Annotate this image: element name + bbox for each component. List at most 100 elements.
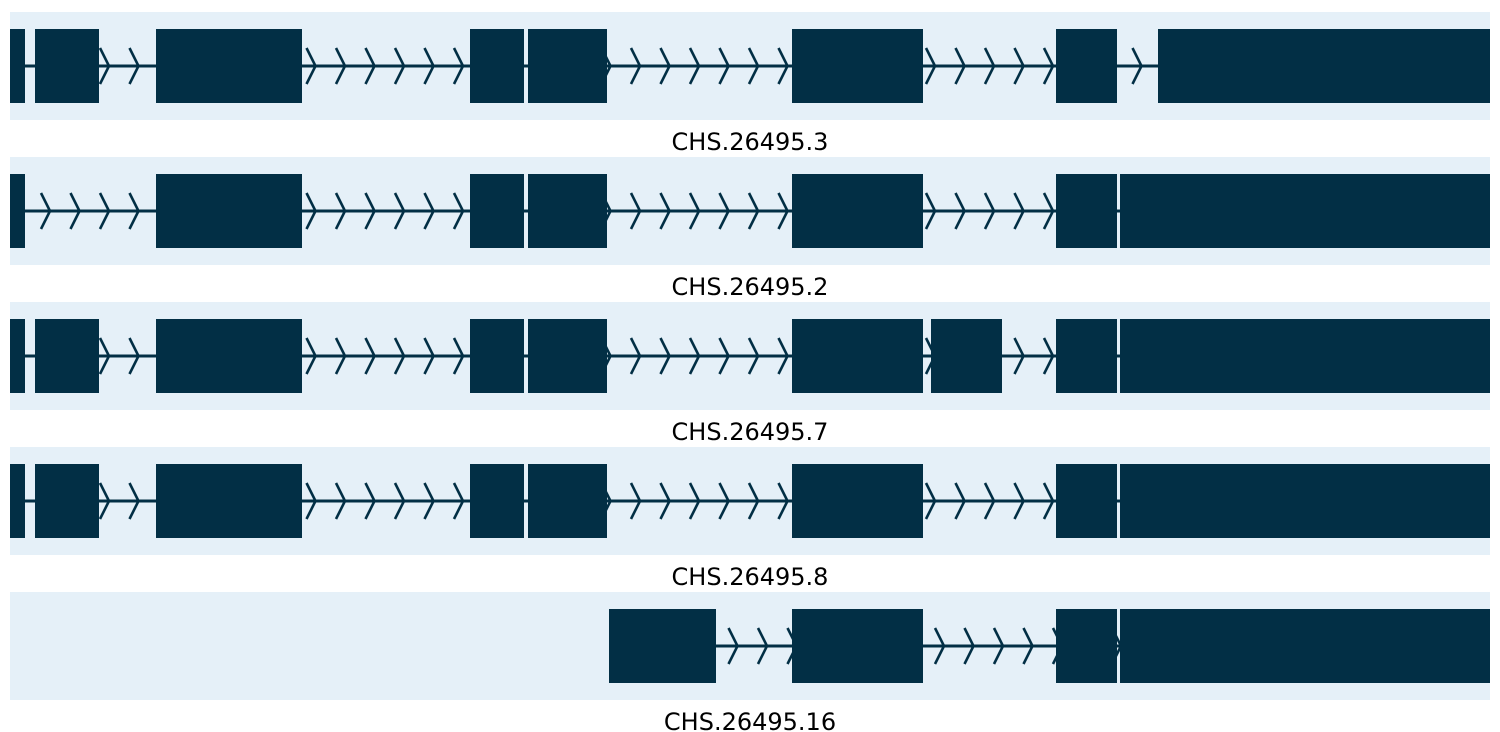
strand-chevron-icon bbox=[1042, 337, 1055, 375]
exon-block bbox=[1120, 319, 1490, 393]
exon-block bbox=[10, 464, 25, 538]
exon-block bbox=[156, 29, 302, 103]
exon-block bbox=[35, 319, 99, 393]
strand-chevron-icon bbox=[629, 482, 642, 520]
exon-block bbox=[792, 609, 923, 683]
strand-chevron-icon bbox=[98, 192, 111, 230]
exon-block bbox=[528, 29, 607, 103]
strand-chevron-icon bbox=[423, 482, 435, 520]
strand-chevron-icon bbox=[924, 47, 937, 85]
exon-block bbox=[470, 464, 524, 538]
exon-block bbox=[10, 319, 25, 393]
exon-block bbox=[1120, 464, 1490, 538]
strand-chevron-icon bbox=[747, 192, 760, 230]
strand-chevron-icon bbox=[992, 627, 1005, 665]
strand-chevron-icon bbox=[393, 337, 406, 375]
exon-block bbox=[528, 464, 607, 538]
strand-chevron-icon bbox=[334, 482, 347, 520]
exon-block bbox=[156, 464, 302, 538]
strand-chevron-icon bbox=[963, 627, 975, 665]
strand-chevron-icon bbox=[1013, 337, 1025, 375]
strand-chevron-icon bbox=[1013, 47, 1025, 85]
strand-chevron-icon bbox=[1131, 47, 1143, 85]
transcript-label: CHS.26495.2 bbox=[672, 273, 829, 301]
transcript-label: CHS.26495.7 bbox=[672, 418, 829, 446]
strand-chevron-icon bbox=[718, 192, 730, 230]
transcript-track: CHS.26495.2 bbox=[10, 157, 1490, 301]
exon-block bbox=[10, 29, 25, 103]
strand-chevron-icon bbox=[1013, 482, 1025, 520]
strand-chevron-icon bbox=[452, 47, 465, 85]
strand-chevron-icon bbox=[305, 337, 317, 375]
exon-block bbox=[35, 29, 99, 103]
strand-chevron-icon bbox=[718, 337, 730, 375]
strand-chevron-icon bbox=[98, 47, 111, 85]
strand-chevron-icon bbox=[747, 482, 760, 520]
strand-chevron-icon bbox=[98, 482, 111, 520]
exon-block bbox=[792, 464, 923, 538]
exon-block bbox=[1056, 609, 1117, 683]
strand-chevron-icon bbox=[954, 47, 966, 85]
strand-chevron-icon bbox=[659, 337, 671, 375]
strand-chevron-icon bbox=[364, 192, 376, 230]
strand-chevron-icon bbox=[364, 337, 376, 375]
strand-chevron-icon bbox=[659, 482, 671, 520]
strand-chevron-icon bbox=[69, 192, 81, 230]
strand-chevron-icon bbox=[659, 47, 671, 85]
strand-chevron-icon bbox=[727, 627, 739, 665]
exon-block bbox=[1120, 174, 1490, 248]
transcript-label: CHS.26495.16 bbox=[664, 708, 836, 732]
transcript-track: CHS.26495.3 bbox=[10, 12, 1490, 156]
strand-chevron-icon bbox=[688, 192, 701, 230]
strand-chevron-icon bbox=[629, 192, 642, 230]
strand-chevron-icon bbox=[128, 192, 140, 230]
strand-chevron-icon bbox=[933, 627, 946, 665]
exon-block bbox=[35, 464, 99, 538]
strand-chevron-icon bbox=[128, 337, 140, 375]
strand-chevron-icon bbox=[1042, 482, 1055, 520]
strand-chevron-icon bbox=[393, 192, 406, 230]
strand-chevron-icon bbox=[1022, 627, 1034, 665]
strand-chevron-icon bbox=[423, 47, 435, 85]
strand-chevron-icon bbox=[305, 482, 317, 520]
strand-chevron-icon bbox=[128, 482, 140, 520]
strand-chevron-icon bbox=[305, 192, 317, 230]
transcript-tracks: CHS.26495.3CHS.26495.2CHS.26495.7CHS.264… bbox=[10, 12, 1490, 732]
strand-chevron-icon bbox=[688, 482, 701, 520]
strand-chevron-icon bbox=[659, 192, 671, 230]
exon-block bbox=[470, 174, 524, 248]
exon-block bbox=[528, 319, 607, 393]
strand-chevron-icon bbox=[954, 192, 966, 230]
strand-chevron-icon bbox=[747, 47, 760, 85]
transcript-track: CHS.26495.7 bbox=[10, 302, 1490, 446]
exon-block bbox=[156, 174, 302, 248]
strand-chevron-icon bbox=[629, 337, 642, 375]
strand-chevron-icon bbox=[983, 47, 996, 85]
strand-chevron-icon bbox=[777, 192, 789, 230]
exon-block bbox=[528, 174, 607, 248]
strand-chevron-icon bbox=[777, 482, 789, 520]
transcript-label: CHS.26495.3 bbox=[672, 128, 829, 156]
strand-chevron-icon bbox=[39, 192, 52, 230]
strand-chevron-icon bbox=[334, 192, 347, 230]
strand-chevron-icon bbox=[954, 482, 966, 520]
strand-chevron-icon bbox=[747, 337, 760, 375]
exon-block bbox=[470, 29, 524, 103]
strand-chevron-icon bbox=[452, 192, 465, 230]
strand-chevron-icon bbox=[629, 47, 642, 85]
exon-block bbox=[792, 319, 923, 393]
exon-block bbox=[1158, 29, 1490, 103]
strand-chevron-icon bbox=[983, 482, 996, 520]
strand-chevron-icon bbox=[718, 482, 730, 520]
strand-chevron-icon bbox=[364, 482, 376, 520]
strand-chevron-icon bbox=[452, 337, 465, 375]
exon-block bbox=[1056, 464, 1117, 538]
strand-chevron-icon bbox=[983, 192, 996, 230]
transcript-track: CHS.26495.8 bbox=[10, 447, 1490, 591]
strand-chevron-icon bbox=[305, 47, 317, 85]
strand-chevron-icon bbox=[777, 47, 789, 85]
strand-chevron-icon bbox=[393, 47, 406, 85]
strand-chevron-icon bbox=[1042, 192, 1055, 230]
strand-chevron-icon bbox=[128, 47, 140, 85]
